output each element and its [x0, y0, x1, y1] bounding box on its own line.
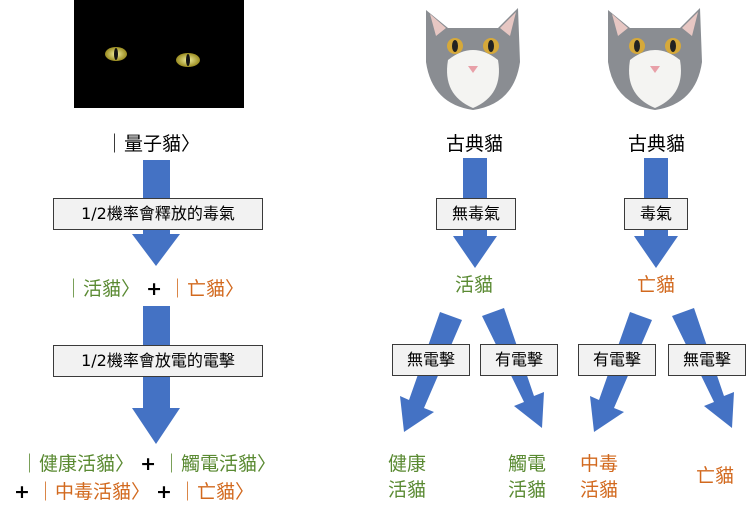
alive-cat-state: ｜活貓〉: [64, 278, 141, 300]
plus-sign: +: [14, 481, 30, 503]
quantum-superposition-1: ｜活貓〉 + ｜亡貓〉: [64, 277, 244, 301]
cat-face-icon: [608, 8, 702, 110]
poisoned-label: 中毒: [580, 453, 619, 475]
poisoned-alive-cat-state: ｜中毒活貓〉: [35, 481, 150, 503]
with-shock-box-right: 有電擊: [578, 344, 656, 376]
shocked-alive-cat-state: ｜觸電活貓〉: [162, 453, 277, 475]
dead-cat-label: 亡貓: [637, 274, 676, 296]
cat-face-icon: [426, 8, 520, 110]
quantum-final-line-1: ｜健康活貓〉 + ｜觸電活貓〉: [20, 452, 276, 476]
cat-eyes-icon: [105, 47, 200, 67]
dead-cat-state: ｜亡貓〉: [178, 481, 255, 503]
quantum-final-line-2: + ｜中毒活貓〉 + ｜亡貓〉: [14, 480, 254, 504]
alive-cat-label: 活貓: [580, 479, 619, 501]
plus-sign: +: [156, 481, 172, 503]
shocked-label: 觸電: [508, 453, 547, 475]
alive-cat-label: 活貓: [508, 479, 547, 501]
alive-cat-label: 活貓: [455, 274, 494, 296]
poison-box: 毒氣: [624, 198, 688, 230]
grey-cat-photo-left: [418, 0, 528, 112]
no-poison-box: 無毒氣: [436, 198, 516, 230]
no-shock-box-right: 無電擊: [668, 344, 746, 376]
healthy-alive-cat-state: ｜健康活貓〉: [20, 453, 135, 475]
grey-cat-photo-right: [600, 0, 710, 112]
healthy-label: 健康: [388, 453, 427, 475]
dead-cat-label: 亡貓: [696, 465, 735, 487]
black-cat-eyes-photo: [74, 0, 244, 108]
electric-shock-box: 1/2機率會放電的電擊: [53, 345, 263, 377]
poison-gas-box: 1/2機率會釋放的毒氣: [53, 198, 263, 230]
no-shock-box-left: 無電擊: [392, 344, 470, 376]
plus-sign: +: [146, 278, 162, 300]
alive-cat-label: 活貓: [388, 479, 427, 501]
classical-cat-title-left: 古典貓: [446, 133, 504, 155]
dead-cat-state: ｜亡貓〉: [168, 278, 245, 300]
quantum-cat-title: ｜量子貓〉: [105, 133, 201, 155]
with-shock-box-left: 有電擊: [480, 344, 558, 376]
classical-cat-title-right: 古典貓: [628, 133, 686, 155]
plus-sign: +: [140, 453, 156, 475]
